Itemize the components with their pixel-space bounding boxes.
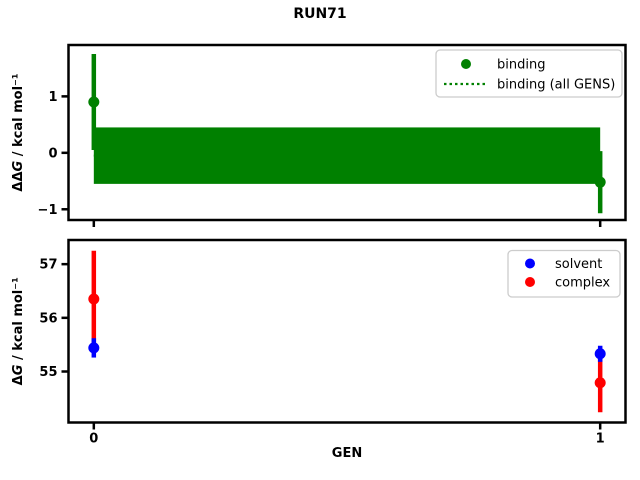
legend-frame-0 [435,49,623,98]
y-tick-label-1-55: 55 [39,365,57,380]
legend-label-binding-all-GENS-: binding (all GENS) [497,78,615,93]
marker-complex-0 [88,293,100,305]
y-tick-label-0-0: 0 [48,146,57,161]
y-tick-label-1-56: 56 [39,311,57,326]
marker-solvent-1 [594,348,606,360]
marker-binding-0 [88,96,100,108]
x-tick-label-1: 1 [596,432,605,447]
marker-solvent-0 [88,342,100,354]
y-tick-label-0-1: 1 [48,90,57,105]
x-axis-label: GEN [331,446,363,461]
x-tick-label-0: 0 [89,432,98,447]
marker-complex-1 [594,377,606,389]
marker-binding-1 [594,176,606,188]
legend-marker-dot-solvent [525,258,535,269]
legend-label-solvent: solvent [555,257,602,272]
y-axis-label-1: ΔG / kcal mol⁻¹ [11,277,26,385]
legend-marker-dot-binding [461,59,471,69]
legend-label-binding: binding [497,58,545,73]
axes-spines-1 [67,238,627,424]
legend-label-complex: complex [555,276,610,291]
axes-spines-0 [67,43,627,222]
y-tick-label-1-57: 57 [39,258,57,273]
legend-marker-dot-complex [525,277,535,287]
y-tick-label-0--1: −1 [38,203,58,218]
legend-frame-1 [507,249,621,298]
figure-suptitle: RUN71 [293,6,347,22]
y-axis-label-0: ΔΔG / kcal mol⁻¹ [11,73,26,191]
